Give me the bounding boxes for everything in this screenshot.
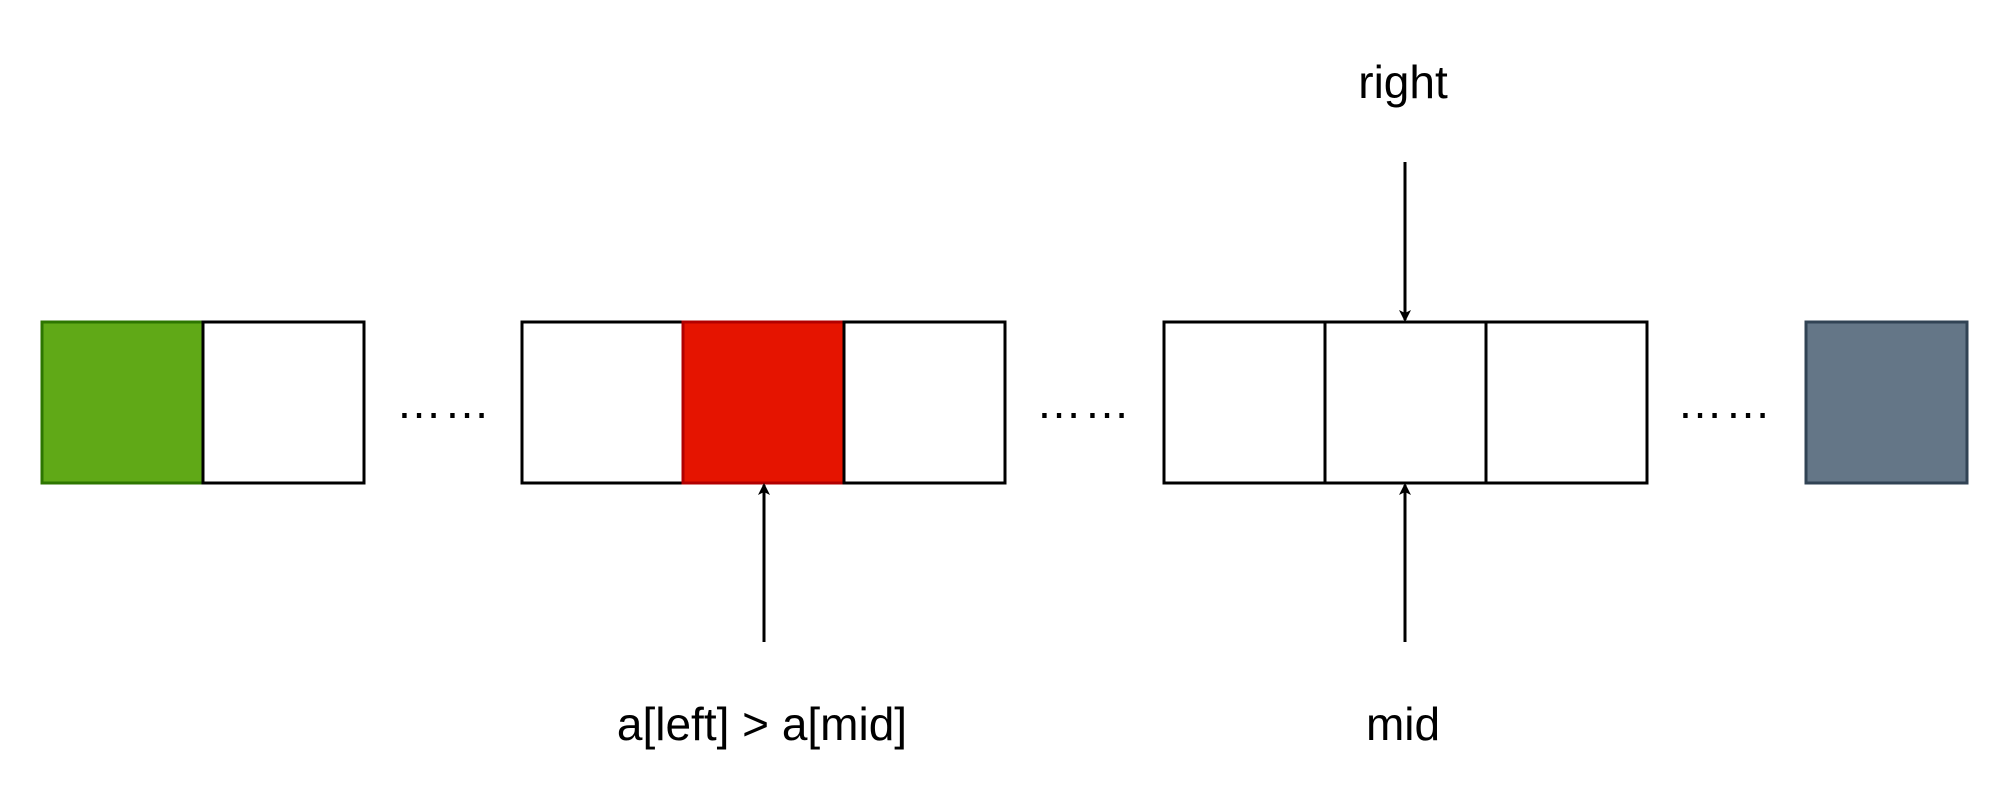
array-group-right [1162, 320, 1649, 485]
array-cell-mid [1323, 320, 1488, 485]
array-cell [1484, 320, 1649, 485]
array-cell [520, 320, 685, 485]
array-group-mid-left [520, 320, 1007, 485]
ellipsis-3: …… [1677, 376, 1773, 428]
ellipsis-1: …… [396, 376, 492, 428]
array-cell-first-green [40, 320, 205, 485]
array-cell [1162, 320, 1327, 485]
label-right: right [1358, 56, 1448, 108]
array-cell [842, 320, 1007, 485]
array-cell-last-slate [1804, 320, 1969, 485]
label-mid: mid [1366, 698, 1440, 750]
ellipsis-2: …… [1036, 376, 1132, 428]
array-cell [201, 320, 366, 485]
label-condition: a[left] > a[mid] [617, 698, 907, 750]
array-cell-mid-red [681, 320, 846, 485]
array-group-start [40, 320, 366, 485]
